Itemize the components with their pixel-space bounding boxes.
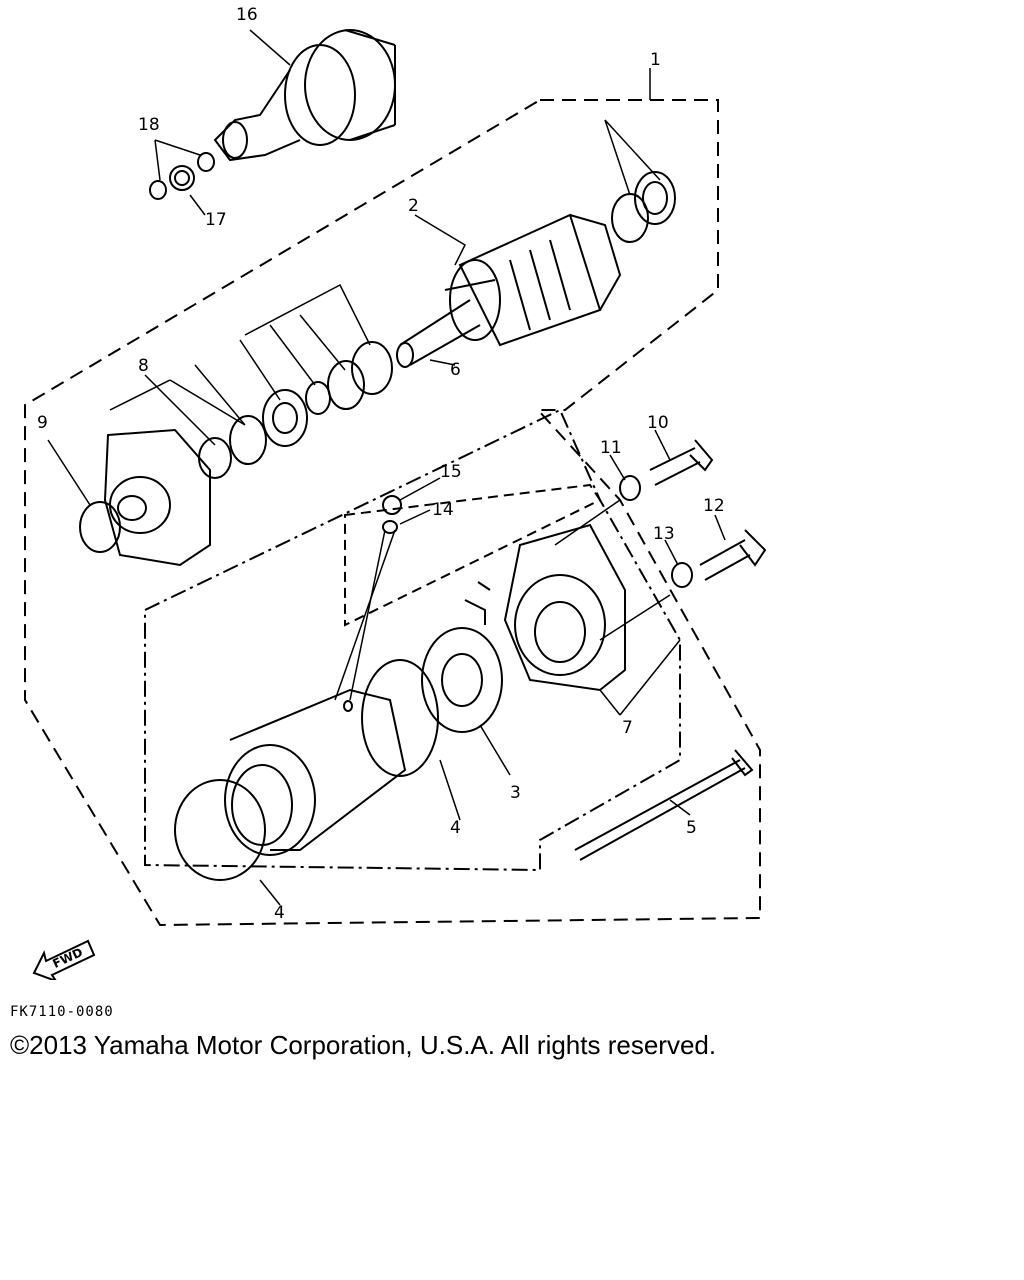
spring-washers <box>149 152 215 200</box>
yoke <box>174 659 439 881</box>
brush-group-boundary <box>344 483 602 627</box>
copyright-notice: ©2013 Yamaha Motor Corporation, U.S.A. A… <box>10 1030 717 1060</box>
o-ring <box>79 501 121 553</box>
callout-7: 7 <box>622 718 633 738</box>
thrust-washers-lower <box>198 341 393 479</box>
assembly-boundary <box>24 99 761 927</box>
nut-15 <box>382 495 402 515</box>
callout-4b: 4 <box>274 903 285 923</box>
callout-8: 8 <box>138 356 149 376</box>
washer-11 <box>619 475 641 501</box>
callout-11: 11 <box>600 438 622 458</box>
callout-4: 4 <box>450 818 461 838</box>
callout-6: 6 <box>450 360 461 380</box>
motor-subassembly-boundary <box>144 408 681 872</box>
callout-10: 10 <box>647 413 669 433</box>
callout-13: 13 <box>653 524 675 544</box>
callout-1: 1 <box>650 50 661 70</box>
leader-lines <box>47 29 726 906</box>
starter-clutch <box>213 29 396 162</box>
callout-16: 16 <box>236 5 258 25</box>
through-bolt-5 <box>574 749 754 861</box>
callout-2: 2 <box>408 196 419 216</box>
armature <box>396 213 622 368</box>
bolt-12 <box>699 529 767 581</box>
drawing-code: FK7110-0080 <box>10 1004 114 1020</box>
washer-14 <box>382 520 398 534</box>
brush-plate <box>421 581 503 733</box>
fwd-arrow-icon <box>32 939 96 980</box>
callout-5: 5 <box>686 818 697 838</box>
bolt-10 <box>649 439 714 486</box>
callout-18: 18 <box>138 115 160 135</box>
callout-17: 17 <box>205 210 227 230</box>
callout-14: 14 <box>432 500 454 520</box>
rear-cover <box>503 523 626 692</box>
callout-9: 9 <box>37 413 48 433</box>
thrust-washers-upper <box>611 171 676 243</box>
callout-3: 3 <box>510 783 521 803</box>
washer-13 <box>671 562 693 588</box>
front-cover <box>103 428 211 567</box>
callout-15: 15 <box>440 462 462 482</box>
callout-12: 12 <box>703 496 725 516</box>
exploded-parts-diagram <box>24 29 767 927</box>
